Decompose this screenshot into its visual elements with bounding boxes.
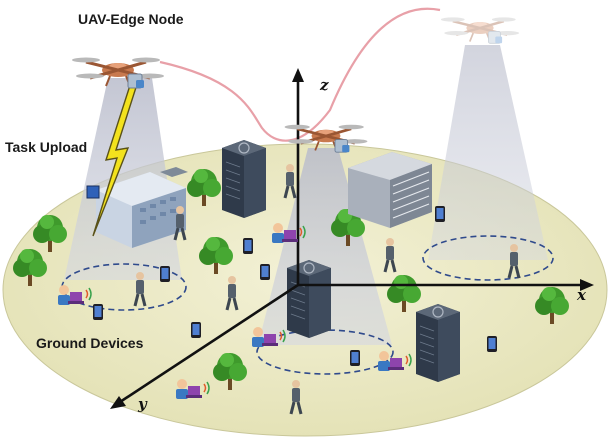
data-center-building-icon <box>348 152 432 228</box>
y-axis-label: y <box>137 395 148 413</box>
smartphone-icon <box>435 206 445 222</box>
x-axis-label: x <box>576 286 587 304</box>
smartphone-icon <box>160 266 170 282</box>
coverage-ring-right <box>422 235 554 281</box>
data-center-building-icon <box>96 167 188 248</box>
smartphone-icon <box>191 322 201 338</box>
lightning-bolt-icon <box>86 75 140 237</box>
server-rack-icon <box>286 259 332 339</box>
smartphone-icon <box>487 336 497 352</box>
smartphone-icon <box>93 304 103 320</box>
task-upload-label: Task Upload <box>5 139 87 155</box>
coverage-beam-right <box>428 45 548 260</box>
uav-edge-node-label: UAV-Edge Node <box>78 11 184 27</box>
server-rack-icon <box>221 139 267 219</box>
coordinate-axes <box>110 68 594 409</box>
smartphone-icon <box>243 238 253 254</box>
smartphone-icon <box>350 350 360 366</box>
uav-drone-icon <box>439 16 521 45</box>
server-rack-icon <box>415 303 461 383</box>
z-axis-label: z <box>319 76 329 94</box>
smartphone-icon <box>260 264 270 280</box>
ground-devices-label: Ground Devices <box>36 335 144 351</box>
